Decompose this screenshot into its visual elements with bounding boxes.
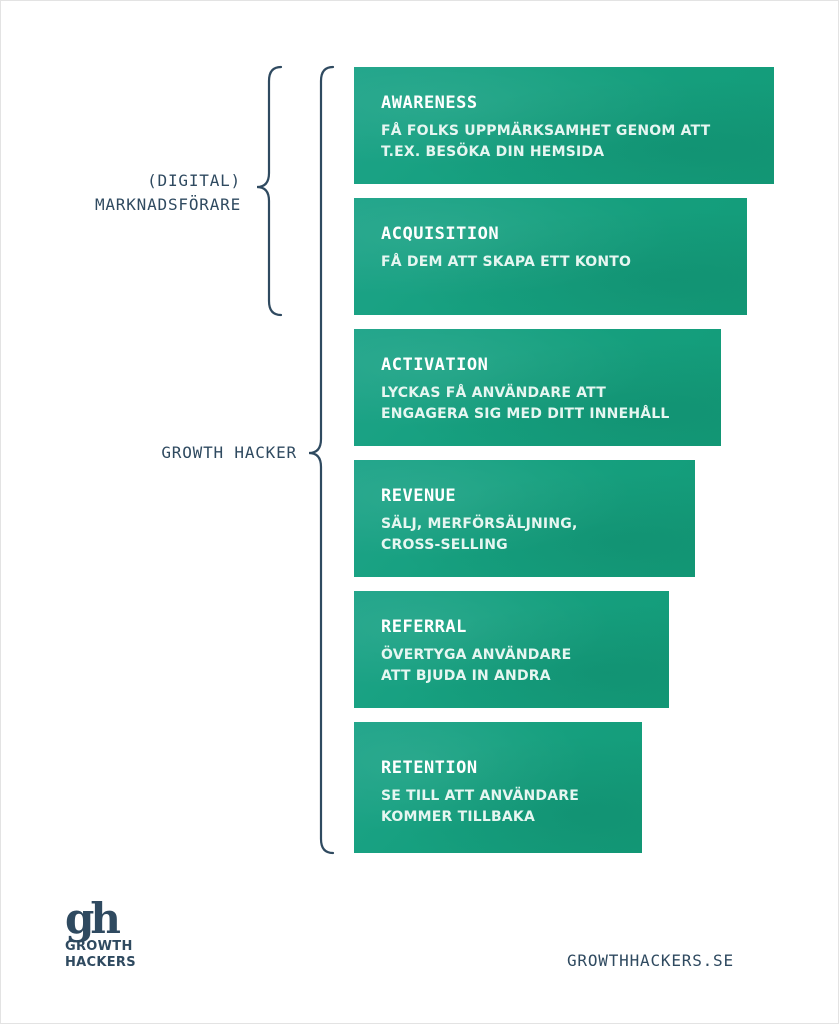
stage-title: REFERRAL: [381, 617, 467, 637]
stage-description: LYCKAS FÅ ANVÄNDARE ATT ENGAGERA SIG MED…: [381, 385, 670, 422]
marketer-label: (DIGITAL) MARKNADSFÖRARE: [41, 169, 241, 217]
funnel-stage-referral: REFERRAL ÖVERTYGA ANVÄNDARE ATT BJUDA IN…: [354, 591, 669, 708]
marketer-label-line2: MARKNADSFÖRARE: [94, 195, 241, 214]
funnel-stage-activation: ACTIVATION LYCKAS FÅ ANVÄNDARE ATT ENGAG…: [354, 329, 721, 446]
logo-line1: GROWTH: [65, 939, 133, 954]
website-url: GROWTHHACKERS.SE: [567, 951, 734, 970]
logo-line2: HACKERS: [65, 955, 136, 970]
stage-description: FÅ DEM ATT SKAPA ETT KONTO: [381, 254, 632, 270]
funnel-stage-revenue: REVENUE SÄLJ, MERFÖRSÄLJNING, CROSS-SELL…: [354, 460, 695, 577]
stage-description: ÖVERTYGA ANVÄNDARE ATT BJUDA IN ANDRA: [381, 647, 572, 684]
marketer-label-line1: (DIGITAL): [147, 171, 241, 190]
growth-hacker-label: GROWTH HACKER: [97, 441, 297, 465]
growth-hacker-bracket: [308, 65, 335, 855]
growth-hacker-label-text: GROWTH HACKER: [161, 443, 297, 462]
marketer-bracket: [256, 65, 283, 317]
stage-title: RETENTION: [381, 758, 478, 778]
funnel-stage-awareness: AWARENESS FÅ FOLKS UPPMÄRKSAMHET GENOM A…: [354, 67, 774, 184]
logo-text: GROWTH HACKERS: [65, 939, 136, 971]
stage-description: SÄLJ, MERFÖRSÄLJNING, CROSS-SELLING: [381, 516, 578, 553]
funnel-stage-retention: RETENTION SE TILL ATT ANVÄNDARE KOMMER T…: [354, 722, 642, 853]
logo-mark: gh: [65, 894, 121, 943]
stage-description: FÅ FOLKS UPPMÄRKSAMHET GENOM ATT T.EX. B…: [381, 123, 711, 160]
stage-description: SE TILL ATT ANVÄNDARE KOMMER TILLBAKA: [381, 788, 580, 825]
stage-title: ACTIVATION: [381, 355, 489, 375]
growth-hackers-logo: gh GROWTH HACKERS: [65, 894, 136, 971]
stage-title: AWARENESS: [381, 93, 478, 113]
stage-title: REVENUE: [381, 486, 457, 506]
stage-title: ACQUISITION: [381, 224, 500, 244]
funnel-stage-acquisition: ACQUISITION FÅ DEM ATT SKAPA ETT KONTO: [354, 198, 747, 315]
